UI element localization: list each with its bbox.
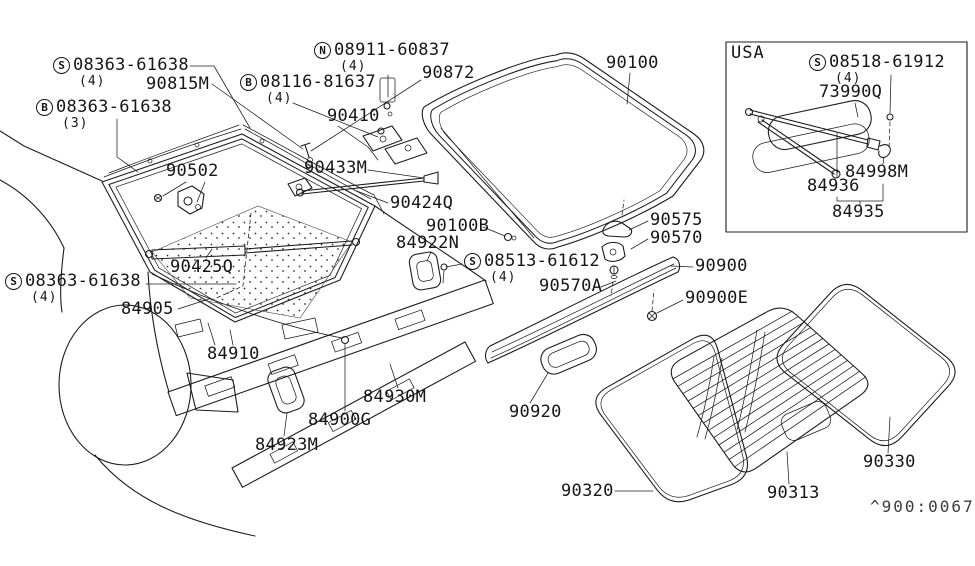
part-label-84930M: 84930M: [363, 387, 427, 407]
part-label-90815M: 90815M: [146, 74, 210, 94]
part-label-84900G: 84900G: [308, 410, 372, 430]
part-label-90424Q: 90424Q: [390, 193, 454, 213]
screw-fastener-symbol-icon: S: [809, 54, 826, 72]
part-label-90900E: 90900E: [685, 288, 749, 308]
bolt-fastener-symbol-icon: B: [36, 99, 53, 117]
glass-90313-drawing: [670, 307, 869, 473]
car-body-drawing: [0, 130, 487, 537]
part-label-90920: 90920: [509, 402, 562, 422]
striker-90570-drawing: [601, 199, 633, 297]
part-label-84905: 84905: [121, 299, 174, 319]
part-label-90900: 90900: [695, 256, 748, 276]
molding-90900-drawing: [485, 256, 681, 364]
part-label-90410: 90410: [327, 106, 380, 126]
hatch-door-90100-drawing: [421, 52, 705, 250]
latch-90502-drawing: [153, 185, 205, 215]
housing-90920-drawing: [540, 333, 597, 375]
screw-fastener-symbol-icon: S: [5, 273, 22, 291]
part-label-84922N: 84922N: [396, 233, 460, 253]
part-label-84936: 84936: [807, 176, 860, 196]
trunk-opening-drawing: [101, 124, 385, 323]
part-label-90100: 90100: [606, 53, 659, 73]
part-label-90570A: 90570A: [539, 276, 603, 296]
part-label-90433M: 90433M: [304, 158, 368, 178]
part-label-90502: 90502: [166, 161, 219, 181]
part-label-84910: 84910: [207, 344, 260, 364]
part-label-90425Q: 90425Q: [170, 257, 234, 277]
part-label-90313: 90313: [767, 483, 820, 503]
nut-fastener-symbol-icon: N: [314, 42, 331, 60]
rear-panel-84910-drawing: [167, 279, 494, 417]
part-label-73990Q: 73990Q: [819, 82, 883, 102]
part-label-84923M: 84923M: [255, 435, 319, 455]
trunk-strut-90425Q-drawing: [144, 237, 361, 260]
gasket-84922N-drawing: [408, 232, 517, 291]
part-label-90872: 90872: [422, 63, 475, 83]
usa-inset-box: [725, 41, 968, 233]
part-label-84935: 84935: [832, 202, 885, 222]
part-label-90100B: 90100B: [426, 216, 490, 236]
hinge-hardware-drawing: [287, 77, 439, 197]
leader-lines: [116, 65, 892, 492]
fiche-code-watermark: ^900:0067: [870, 497, 975, 516]
screw-fastener-symbol-icon: S: [53, 57, 70, 75]
part-label-90320: 90320: [561, 481, 614, 501]
screw-fastener-symbol-icon: S: [464, 253, 481, 271]
part-label-90575: 90575: [650, 210, 703, 230]
part-label-84998M: 84998M: [845, 162, 909, 182]
inset-region-label-usa: USA: [731, 43, 765, 63]
part-label-90330: 90330: [863, 452, 916, 472]
bolt-fastener-symbol-icon: B: [240, 74, 257, 92]
weatherstrip-90320-drawing: [595, 334, 749, 503]
part-label-90570: 90570: [650, 228, 703, 248]
finisher-84930M-drawing: [231, 341, 477, 488]
ring-84923M-drawing: [267, 366, 305, 414]
weatherstrip-90330-drawing: [776, 283, 956, 447]
